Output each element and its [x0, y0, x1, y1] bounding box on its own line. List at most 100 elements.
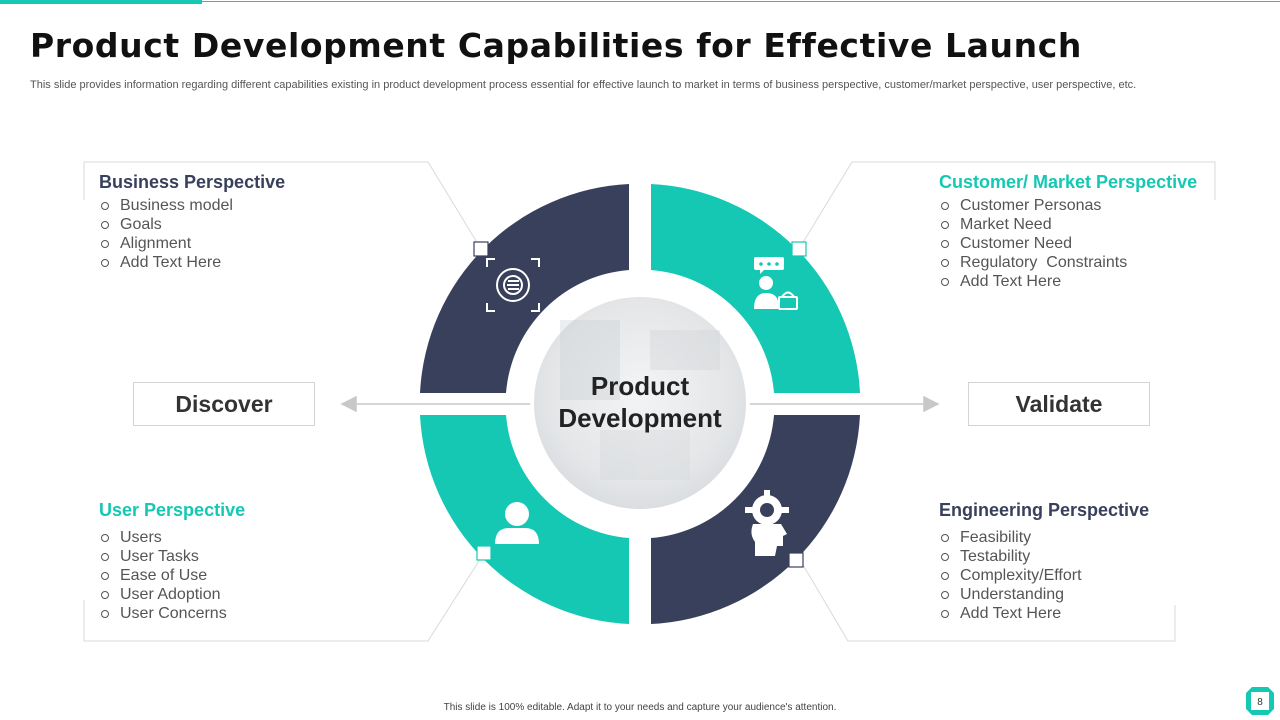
bullet-icon: [941, 277, 949, 286]
strategy-target-icon: [486, 258, 540, 312]
list-item: Alignment: [99, 234, 285, 253]
list-item-text: Customer Need: [960, 235, 1073, 252]
list-item: Goals: [99, 215, 285, 234]
bullet-icon: [941, 552, 949, 561]
bullet-icon: [101, 609, 109, 618]
section-user: User Perspective Users User Tasks Ease o…: [99, 500, 245, 623]
bullet-icon: [101, 201, 109, 210]
bullet-icon: [941, 571, 949, 580]
connector-square-business: [473, 241, 489, 257]
list-item-text: Complexity/Effort: [960, 567, 1082, 584]
list-item-text: User Adoption: [120, 586, 221, 603]
footer-note: This slide is 100% editable. Adapt it to…: [443, 702, 837, 713]
list-item-text: Ease of Use: [120, 567, 208, 584]
list-item: Add Text Here: [99, 253, 285, 272]
bullet-icon: [941, 609, 949, 618]
section-heading: Engineering Perspective: [939, 500, 1150, 520]
list-item: Regulatory Constraints: [939, 253, 1197, 272]
list-item: Customer Personas: [939, 196, 1197, 215]
list-item: Business model: [99, 196, 285, 215]
bullet-icon: [941, 258, 949, 267]
section-heading: Business Perspective: [99, 172, 286, 192]
page-number: 8: [1257, 697, 1263, 708]
page-subtitle: This slide provides information regardin…: [30, 79, 1137, 91]
bullet-icon: [101, 571, 109, 580]
connector-square-customer: [791, 241, 807, 257]
discover-box: Discover: [133, 382, 315, 426]
list-item: Feasibility: [939, 528, 1149, 547]
arrow-head-discover: [340, 395, 357, 413]
validate-label: Validate: [1015, 390, 1103, 417]
bullet-icon: [101, 258, 109, 267]
list-item: User Tasks: [99, 547, 245, 566]
user-icon: [495, 502, 539, 544]
list-item: Add Text Here: [939, 272, 1197, 291]
bullet-icon: [941, 590, 949, 599]
list-item: Users: [99, 528, 245, 547]
list-item-text: User Concerns: [120, 605, 227, 622]
page-badge: 8: [1246, 687, 1274, 715]
frame-engineering: [795, 552, 1176, 642]
list-item: User Concerns: [99, 604, 245, 623]
section-list: Users User Tasks Ease of Use User Adopti…: [99, 528, 245, 623]
center-label-line1: Product: [590, 371, 690, 401]
bullet-icon: [941, 220, 949, 229]
bullet-icon: [101, 533, 109, 542]
connector-square-user: [476, 545, 492, 561]
list-item-text: Regulatory Constraints: [960, 254, 1128, 271]
list-item: Ease of Use: [99, 566, 245, 585]
ring-quadrant-business: [420, 184, 629, 393]
center-photo: [534, 297, 746, 509]
connector-square-engineering: [788, 552, 804, 568]
list-item-text: Testability: [960, 548, 1031, 565]
list-item-text: Add Text Here: [960, 273, 1062, 290]
bullet-icon: [941, 533, 949, 542]
list-item-text: Market Need: [960, 216, 1052, 233]
frame-customer: [798, 161, 1216, 250]
list-item-text: Business model: [120, 197, 233, 214]
list-item-text: Customer Personas: [960, 197, 1102, 214]
frame-user: [83, 552, 485, 642]
section-heading: Customer/ Market Perspective: [939, 172, 1198, 192]
top-rule: [0, 1, 1280, 2]
section-heading: User Perspective: [99, 500, 246, 520]
discover-label: Discover: [175, 390, 273, 417]
list-item: Customer Need: [939, 234, 1197, 253]
list-item-text: Feasibility: [960, 529, 1032, 546]
list-item-text: Understanding: [960, 586, 1065, 603]
list-item-text: Users: [120, 529, 162, 546]
customer-basket-icon: [754, 257, 798, 310]
section-customer: Customer/ Market Perspective Customer Pe…: [939, 172, 1197, 291]
list-item: Understanding: [939, 585, 1149, 604]
bullet-icon: [941, 239, 949, 248]
section-list: Customer Personas Market Need Customer N…: [939, 196, 1197, 291]
engineering-head-gear-icon: [745, 490, 789, 556]
list-item: User Adoption: [99, 585, 245, 604]
frame-lines: [83, 161, 1216, 642]
bullet-icon: [941, 201, 949, 210]
list-item: Market Need: [939, 215, 1197, 234]
list-item-text: Goals: [120, 216, 162, 233]
page-title: Product Development Capabilities for Eff…: [30, 26, 1082, 65]
list-item-text: User Tasks: [120, 548, 199, 565]
page-badge-inner: [1251, 692, 1269, 710]
arrow-head-validate: [923, 395, 940, 413]
list-item: Add Text Here: [939, 604, 1149, 623]
list-item-text: Add Text Here: [960, 605, 1062, 622]
bullet-icon: [101, 220, 109, 229]
validate-box: Validate: [968, 382, 1150, 426]
section-business: Business Perspective Business model Goal…: [99, 172, 285, 272]
list-item-text: Add Text Here: [120, 254, 222, 271]
top-accent-bar: [0, 0, 202, 4]
bullet-icon: [101, 590, 109, 599]
frame-business: [83, 161, 482, 250]
center-label-line2: Development: [558, 403, 722, 433]
bullet-icon: [101, 239, 109, 248]
ring-quadrant-customer: [651, 184, 860, 393]
center-label: Product Development: [540, 370, 740, 434]
section-engineering: Engineering Perspective Feasibility Test…: [939, 500, 1149, 623]
list-item: Testability: [939, 547, 1149, 566]
list-item-text: Alignment: [120, 235, 192, 252]
section-list: Business model Goals Alignment Add Text …: [99, 196, 285, 272]
list-item: Complexity/Effort: [939, 566, 1149, 585]
